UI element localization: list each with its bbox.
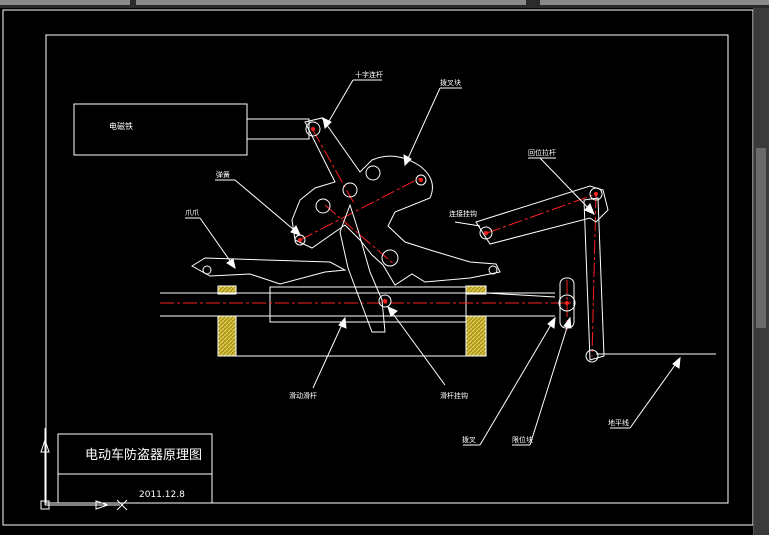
drawing-date: 2011.12.8 [139, 490, 185, 500]
label-claw: 爪爪 [185, 209, 199, 217]
toolbar-segment [0, 0, 130, 5]
label-connect-hook: 连接挂钩 [449, 209, 477, 218]
label-cross-bar: 十字连杆 [355, 70, 383, 79]
title-block: 电动车防盗器原理图 2011.12.8 [57, 433, 213, 504]
scrollbar-thumb[interactable] [756, 148, 766, 328]
electromagnet: 电磁铁 [73, 103, 310, 156]
fork-lever-assembly [191, 117, 609, 363]
toolbar-segment [540, 0, 769, 5]
label-slide-rod: 滑动滑杆 [289, 391, 317, 400]
slide-housing [160, 285, 556, 357]
label-limit-block: 限位块 [512, 435, 533, 444]
callout-labels: 十字连杆 拨叉块 弹簧 爪爪 连接挂钩 回位拉杆 滑动滑杆 滑杆挂钩 拨叉 限位… [185, 70, 629, 444]
label-ground-line: 地平线 [608, 418, 629, 427]
pin-markers [298, 127, 598, 305]
window-top-strip [0, 0, 769, 8]
label-return-lever: 回位拉杆 [528, 148, 556, 157]
toolbar-segment [136, 0, 526, 5]
label-slide-bracket: 滑杆挂钩 [440, 391, 468, 400]
vertical-scrollbar[interactable] [753, 8, 769, 535]
ucs-axis-icon [40, 428, 128, 511]
drawing-title: 电动车防盗器原理图 [85, 447, 202, 463]
drawing-frame [45, 34, 729, 504]
label-fork: 拨叉 [462, 435, 476, 444]
label-spring: 弹簧 [216, 170, 230, 179]
label-motor: 电磁铁 [109, 121, 133, 131]
leader-lines [185, 79, 681, 446]
label-fork-block: 拨叉块 [440, 78, 461, 87]
